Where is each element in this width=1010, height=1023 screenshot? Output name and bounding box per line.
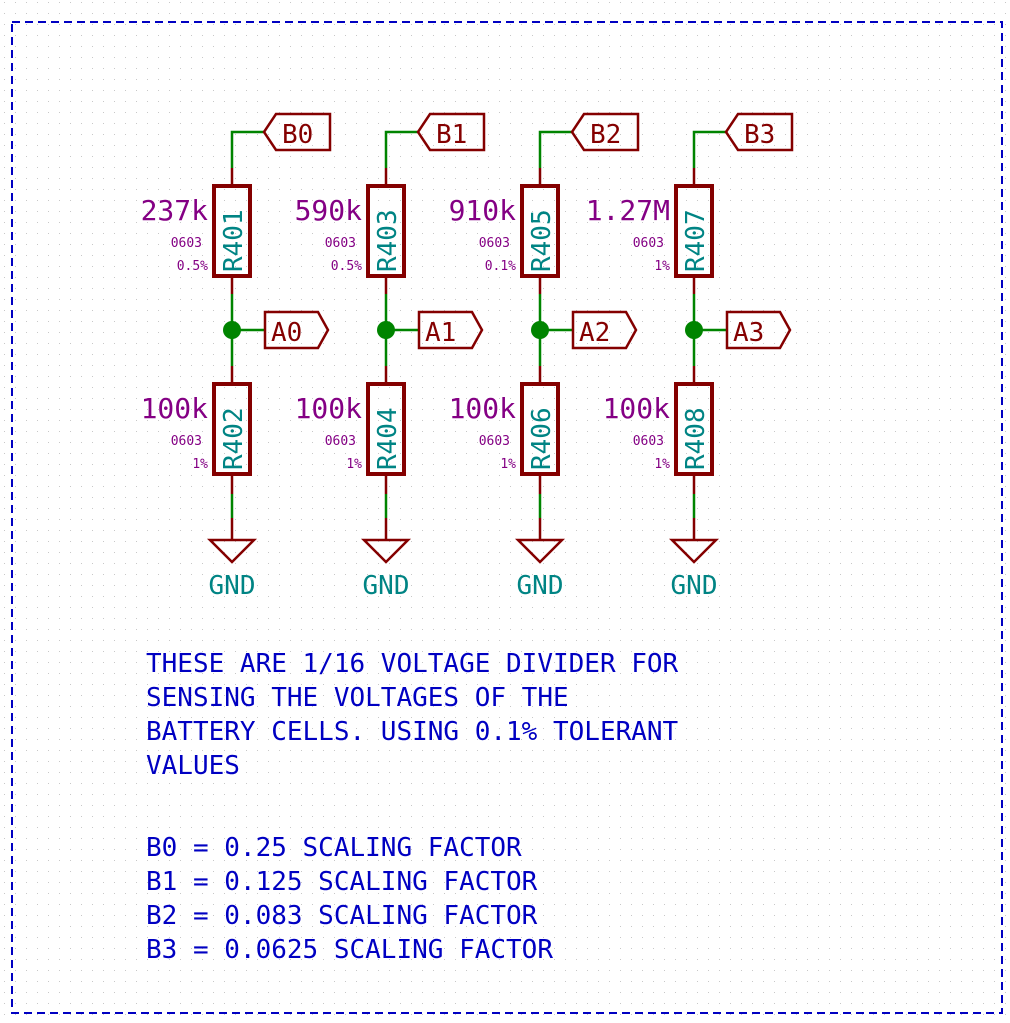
scaling-line: B3 = 0.0625 SCALING FACTOR	[146, 935, 553, 965]
input-label-shape[interactable]	[262, 112, 332, 152]
output-label[interactable]: A1	[425, 318, 456, 348]
note-line: BATTERY CELLS. USING 0.1% TOLERANT	[146, 717, 679, 747]
resistor-ref: R403	[373, 209, 403, 272]
divider-columns: B0R401237k06030.5%A0R402100k06031%GNDB1R…	[141, 112, 794, 601]
resistor-value: 100k	[449, 392, 517, 425]
resistor-ref: R408	[681, 407, 711, 470]
resistor-tolerance: 1%	[346, 457, 362, 472]
scaling-line: B1 = 0.125 SCALING FACTOR	[146, 867, 538, 897]
resistor-ref: R402	[219, 407, 249, 470]
resistor-value: 100k	[295, 392, 363, 425]
input-label-shape[interactable]	[570, 112, 640, 152]
junction-dot	[531, 321, 549, 339]
sheet-border	[11, 21, 1003, 1014]
wire	[538, 130, 572, 168]
wire	[230, 130, 264, 168]
note-line: SENSING THE VOLTAGES OF THE	[146, 683, 569, 713]
resistor-tolerance: 1%	[192, 457, 208, 472]
ground-icon	[206, 538, 258, 564]
resistor-value: 100k	[141, 392, 209, 425]
resistor-value: 910k	[449, 194, 517, 227]
resistor-footprint: 0603	[479, 434, 510, 449]
output-label-shape[interactable]	[725, 310, 792, 350]
scaling-note: B0 = 0.25 SCALING FACTOR B1 = 0.125 SCAL…	[146, 833, 553, 965]
resistor-tolerance: 1%	[654, 457, 670, 472]
junction-dot	[223, 321, 241, 339]
resistor-tolerance: 0.1%	[485, 259, 516, 274]
output-label[interactable]: A0	[271, 318, 302, 348]
resistor-footprint: 0603	[325, 434, 356, 449]
description-note: THESE ARE 1/16 VOLTAGE DIVIDER FOR SENSI…	[146, 649, 679, 781]
input-label-shape[interactable]	[416, 112, 486, 152]
wire	[384, 130, 418, 168]
resistor-footprint: 0603	[171, 434, 202, 449]
resistor-value: 1.27M	[586, 194, 670, 227]
output-label[interactable]: A2	[579, 318, 610, 348]
note-line: THESE ARE 1/16 VOLTAGE DIVIDER FOR	[146, 649, 679, 679]
resistor-tolerance: 1%	[500, 457, 516, 472]
resistor-value: 100k	[603, 392, 671, 425]
resistor-ref: R406	[527, 407, 557, 470]
scaling-line: B0 = 0.25 SCALING FACTOR	[146, 833, 522, 863]
input-label-shape[interactable]	[724, 112, 794, 152]
ground-label: GND	[209, 571, 256, 601]
resistor-ref: R405	[527, 209, 557, 272]
input-label[interactable]: B3	[744, 120, 775, 150]
ground-icon	[514, 538, 566, 564]
input-label[interactable]: B1	[436, 120, 467, 150]
resistor-value: 590k	[295, 194, 363, 227]
wire	[692, 130, 726, 168]
ground-label: GND	[363, 571, 410, 601]
resistor-footprint: 0603	[479, 236, 510, 251]
ground-label: GND	[517, 571, 564, 601]
resistor-ref: R407	[681, 209, 711, 272]
output-label-shape[interactable]	[263, 310, 330, 350]
note-line: VALUES	[146, 751, 240, 781]
resistor-tolerance: 0.5%	[177, 259, 208, 274]
junction-dot	[377, 321, 395, 339]
resistor-tolerance: 1%	[654, 259, 670, 274]
scaling-line: B2 = 0.083 SCALING FACTOR	[146, 901, 538, 931]
resistor-ref: R404	[373, 407, 403, 470]
resistor-tolerance: 0.5%	[331, 259, 362, 274]
input-label[interactable]: B0	[282, 120, 313, 150]
resistor-footprint: 0603	[171, 236, 202, 251]
input-label[interactable]: B2	[590, 120, 621, 150]
resistor-value: 237k	[141, 194, 209, 227]
junction-dot	[685, 321, 703, 339]
ground-label: GND	[671, 571, 718, 601]
resistor-footprint: 0603	[325, 236, 356, 251]
output-label-shape[interactable]	[571, 310, 638, 350]
output-label-shape[interactable]	[417, 310, 484, 350]
ground-icon	[360, 538, 412, 564]
resistor-ref: R401	[219, 209, 249, 272]
resistor-footprint: 0603	[633, 434, 664, 449]
ground-icon	[668, 538, 720, 564]
output-label[interactable]: A3	[733, 318, 764, 348]
resistor-footprint: 0603	[633, 236, 664, 251]
